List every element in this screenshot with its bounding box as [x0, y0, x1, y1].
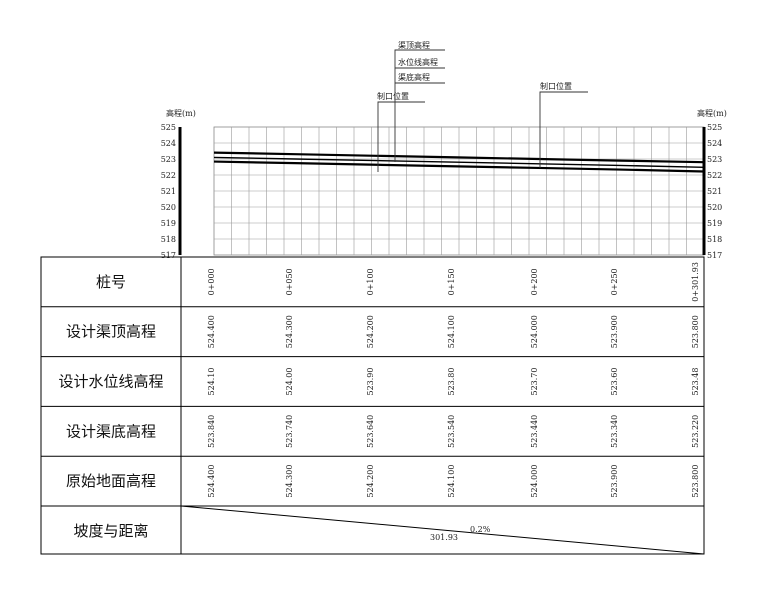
- canal-top-annotation: 渠顶高程: [398, 40, 430, 50]
- table-cell-value: 523.440: [530, 415, 539, 448]
- right-elevation-axis: 高程(m) 525 524 523 522 521 520 519 518 517: [697, 108, 727, 260]
- slope-diagonal: [180, 505, 705, 555]
- table-cell-value: 523.80: [447, 368, 456, 396]
- canal-bottom-line: [213, 160, 705, 173]
- water-level-line: [213, 156, 705, 169]
- left-elevation-tick: 523: [161, 155, 176, 164]
- canal-top-leader: [394, 49, 445, 162]
- table-cell-value: 0+100: [366, 268, 375, 295]
- table-cell-value: 0+000: [207, 268, 216, 295]
- table-cell-value: 523.340: [610, 415, 619, 448]
- left-elevation-tick: 518: [161, 235, 176, 244]
- canal-top-line: [213, 151, 705, 164]
- table-cell-value: 523.640: [366, 415, 375, 448]
- right-elevation-tick: 523: [707, 155, 722, 164]
- slope-distance: 301.93: [430, 533, 458, 542]
- table-cell-value: 523.90: [366, 368, 375, 396]
- right-elevation-tick: 524: [707, 139, 722, 148]
- left-elevation-tick: 525: [161, 123, 176, 132]
- table-cell-value: 524.300: [285, 315, 294, 348]
- sluice-annotation-2: 制口位置: [540, 81, 572, 91]
- table-cell-value: 523.740: [285, 415, 294, 448]
- table-cell-value: 524.400: [207, 315, 216, 348]
- table-cell-value: 524.000: [530, 315, 539, 348]
- table-cell-value: 524.400: [207, 465, 216, 498]
- right-elevation-tick: 519: [707, 219, 722, 228]
- right-elevation-tick: 521: [707, 187, 722, 196]
- table-cell-value: 523.60: [610, 368, 619, 396]
- table-frame: [40, 256, 705, 555]
- profile-lines: [213, 151, 705, 173]
- slope-row-label: 坡度与距离: [73, 522, 148, 540]
- table-cell-value: 523.800: [691, 465, 700, 498]
- table-row-label: 原始地面高程: [66, 472, 156, 490]
- table-cell-value: 524.100: [447, 315, 456, 348]
- table-cell-value: 523.900: [610, 315, 619, 348]
- table-cell-value: 524.200: [366, 315, 375, 348]
- table-row-label: 设计渠底高程: [66, 422, 156, 440]
- table-cell-value: 523.220: [691, 415, 700, 448]
- elevation-grid: [213, 126, 705, 256]
- annotations: 渠顶高程 水位线高程 渠底高程 制口位置 制口位置: [377, 40, 588, 172]
- table-row-label: 设计渠顶高程: [66, 323, 156, 341]
- profile-data-table: 桩号 0+000 0+050 0+100 0+150 0+200 0+250 0+301.93…: [40, 256, 705, 555]
- table-cell-value: 523.840: [207, 415, 216, 448]
- table-cell-value: 523.800: [691, 315, 700, 348]
- table-cell-value: 523.900: [610, 465, 619, 498]
- table-cell-value: 524.100: [447, 465, 456, 498]
- table-cell-value: 523.70: [530, 368, 539, 396]
- table-cell-value: 0+250: [610, 268, 619, 295]
- table-row-label: 桩号: [96, 273, 126, 291]
- left-elevation-tick: 524: [161, 139, 176, 148]
- table-cell-value: 0+050: [285, 268, 294, 295]
- left-elevation-tick: 519: [161, 219, 176, 228]
- canal-bottom-annotation: 渠底高程: [398, 72, 430, 82]
- table-cell-value: 523.540: [447, 415, 456, 448]
- left-elevation-tick: 517: [161, 251, 176, 260]
- left-axis-unit-label: 高程(m): [166, 108, 196, 118]
- table-cell-value: 523.48: [691, 368, 700, 396]
- right-elevation-tick: 522: [707, 171, 722, 180]
- left-elevation-tick: 520: [161, 203, 176, 212]
- right-elevation-tick: 518: [707, 235, 722, 244]
- table-cell-value: 524.00: [285, 368, 294, 396]
- right-elevation-tick: 525: [707, 123, 722, 132]
- slope-value: 0.2%: [470, 525, 491, 534]
- sluice-leader-2: [539, 91, 588, 168]
- right-elevation-tick: 520: [707, 203, 722, 212]
- table-cell-value: 0+301.93: [691, 262, 700, 302]
- table-cell-value: 524.10: [207, 368, 216, 396]
- left-elevation-tick: 521: [161, 187, 176, 196]
- table-cell-value: 524.200: [366, 465, 375, 498]
- table-cell-value: 524.300: [285, 465, 294, 498]
- left-elevation-tick: 522: [161, 171, 176, 180]
- left-elevation-axis: 高程(m) 525 524 523 522 521 520 519 518 517: [161, 108, 196, 260]
- table-cell-value: 0+150: [447, 268, 456, 295]
- table-cell-value: 0+200: [530, 268, 539, 295]
- sluice-leader-1: [377, 101, 425, 172]
- table-row-label: 设计水位线高程: [58, 373, 163, 391]
- right-elevation-tick: 517: [707, 251, 722, 260]
- table-cell-value: 524.000: [530, 465, 539, 498]
- sluice-annotation-1: 制口位置: [377, 91, 409, 101]
- right-axis-unit-label: 高程(m): [697, 108, 727, 118]
- water-level-annotation: 水位线高程: [398, 57, 438, 67]
